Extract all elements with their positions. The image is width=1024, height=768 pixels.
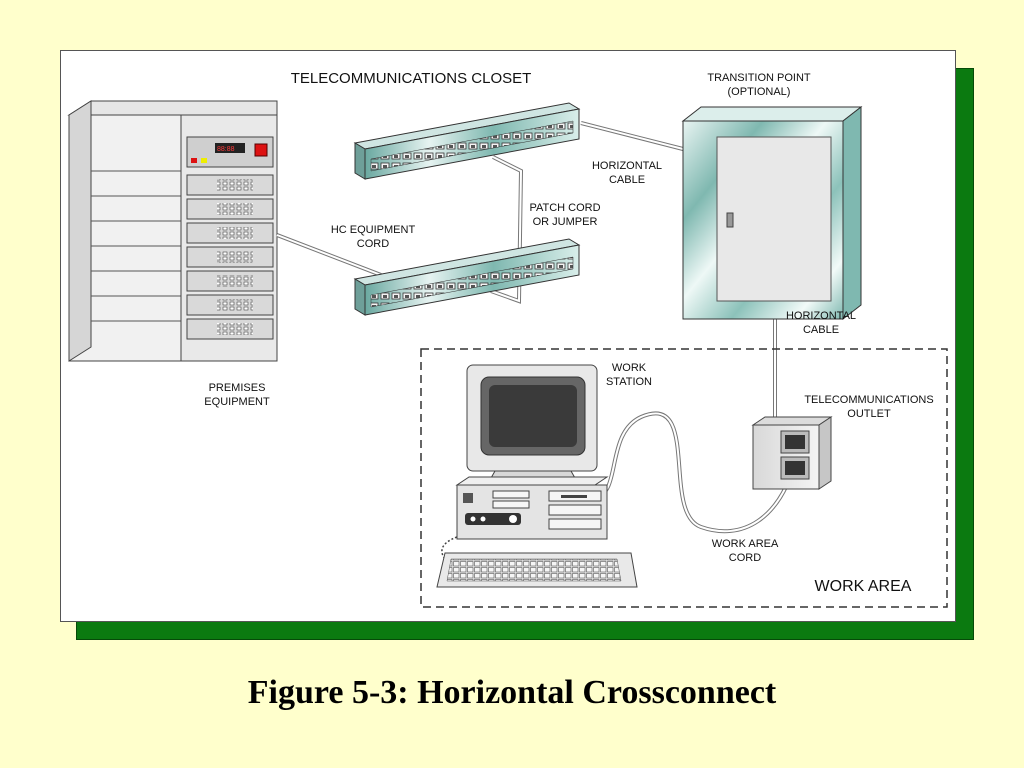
- telecommunications-outlet-label: TELECOMMUNICATIONS: [804, 394, 933, 406]
- premises-equipment-cabinet: 88:88: [67, 100, 278, 362]
- horizontal-cable-label-upper-2: CABLE: [609, 174, 645, 186]
- premises-equipment-label: PREMISES: [209, 382, 266, 394]
- work-area-cord-label: WORK AREA: [712, 538, 779, 550]
- workstation-label: WORK: [612, 362, 647, 374]
- cabinet-display-readout: 88:88: [217, 146, 235, 153]
- work-area-label: WORK AREA: [815, 578, 912, 595]
- figure-caption: Figure 5-3: Horizontal Crossconnect: [247, 674, 777, 711]
- workstation-label-2: STATION: [606, 376, 652, 388]
- patch-cord-label: PATCH CORD: [529, 202, 600, 214]
- horizontal-cable-label-lower-2: CABLE: [803, 324, 839, 336]
- patch-panel-lower: [353, 238, 581, 316]
- hc-equipment-cord-label: HC EQUIPMENT: [331, 224, 416, 236]
- cables: [276, 121, 799, 534]
- horizontal-cable-label-lower: HORIZONTAL: [786, 310, 856, 322]
- closet-title: TELECOMMUNICATIONS CLOSET: [291, 70, 532, 87]
- telecommunications-outlet: [751, 416, 833, 490]
- patch-cord-label-2: OR JUMPER: [533, 216, 598, 228]
- horizontal-crossconnect-diagram: 88:88: [67, 70, 948, 608]
- telecommunications-outlet-label-2: OUTLET: [847, 408, 891, 420]
- work-area-cord-label-2: CORD: [729, 552, 761, 564]
- workstation-computer: [436, 364, 638, 588]
- transition-point-optional: (OPTIONAL): [728, 86, 791, 98]
- transition-point-enclosure: [681, 105, 863, 321]
- work-area-boundary: [420, 348, 948, 608]
- hc-equipment-cord-label-2: CORD: [357, 238, 389, 250]
- transition-point-label: TRANSITION POINT: [707, 72, 811, 84]
- premises-equipment-label-2: EQUIPMENT: [204, 396, 270, 408]
- diagram-panel: 88:88: [60, 50, 956, 622]
- horizontal-cable-label-upper: HORIZONTAL: [592, 160, 662, 172]
- patch-panel-upper: [353, 102, 581, 180]
